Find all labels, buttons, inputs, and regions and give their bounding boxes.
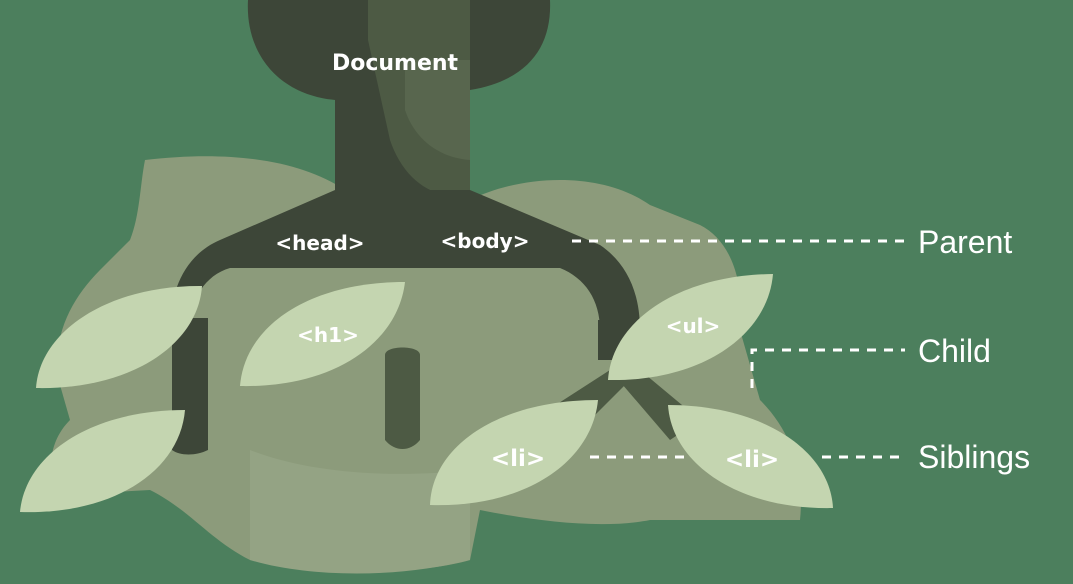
node-ul-label: <ul> [666,314,721,338]
node-li-left-label: <li> [491,446,545,472]
node-body-label: <body> [441,229,530,253]
leaf-far-left-bottom [20,410,185,513]
legend-child-label: Child [918,333,991,369]
leaf-h1 [240,282,405,387]
leaves [20,274,833,513]
legend-parent-label: Parent [918,224,1012,260]
node-head-label: <head> [275,231,364,255]
leaf-ul [608,274,773,381]
leaf-li-left [430,400,598,506]
node-document-label: Document [332,51,459,76]
node-h1-label: <h1> [297,323,359,347]
leaf-li-right [668,405,833,509]
node-li-right-label: <li> [725,447,779,473]
legend-siblings-label: Siblings [918,439,1030,475]
branch-middle [385,347,420,449]
leaf-far-left-top [36,285,202,389]
child-leader-line [750,348,905,388]
branch-fan [170,190,640,330]
leader-lines [572,239,905,459]
